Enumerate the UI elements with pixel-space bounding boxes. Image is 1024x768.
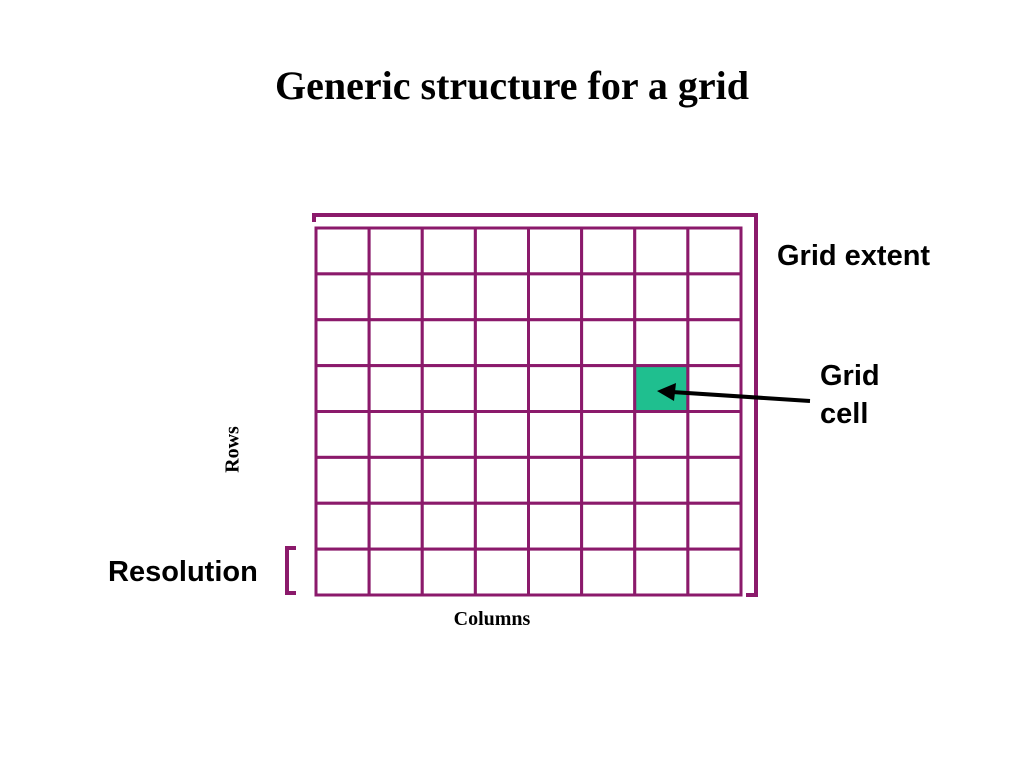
grid-cell xyxy=(633,272,690,322)
highlighted-grid-cell xyxy=(633,364,690,413)
grid-cell xyxy=(527,410,584,459)
columns-label: Columns xyxy=(453,608,531,630)
grid-cell xyxy=(686,318,743,368)
rows-label: Rows xyxy=(221,426,244,473)
grid-cells xyxy=(314,226,743,597)
resolution-label: Resolution xyxy=(108,556,258,588)
grid-cell xyxy=(527,364,584,413)
grid-cell xyxy=(314,547,371,597)
grid-cell xyxy=(420,364,477,413)
slide-title: Generic structure for a grid xyxy=(275,63,749,108)
grid-cell xyxy=(633,455,690,505)
grid-cell xyxy=(527,272,584,322)
grid-cell xyxy=(633,226,690,276)
grid-cell xyxy=(686,226,743,276)
grid-cell xyxy=(580,364,637,413)
grid-cell xyxy=(633,547,690,597)
grid-cell xyxy=(314,318,371,368)
grid-cell xyxy=(580,410,637,459)
grid-cell xyxy=(314,410,371,459)
grid-cell xyxy=(367,272,424,322)
resolution-bracket xyxy=(285,546,296,595)
grid-cell xyxy=(367,455,424,505)
grid-cell xyxy=(473,272,530,322)
grid-cell-arrow xyxy=(657,383,811,403)
grid-cell xyxy=(633,501,690,551)
grid-cell xyxy=(473,318,530,368)
grid-cell xyxy=(420,318,477,368)
grid-cell xyxy=(527,547,584,597)
grid-cell xyxy=(686,272,743,322)
grid-cell xyxy=(473,410,530,459)
grid-cell xyxy=(473,547,530,597)
grid-cell xyxy=(420,501,477,551)
grid-cell xyxy=(527,455,584,505)
grid-cell xyxy=(367,410,424,459)
grid-cell-label-line2: cell xyxy=(820,398,869,430)
grid-cell xyxy=(580,272,637,322)
grid-cell xyxy=(314,455,371,505)
grid-cell xyxy=(367,226,424,276)
grid-cell xyxy=(527,318,584,368)
grid-cell xyxy=(420,410,477,459)
grid-cell xyxy=(473,455,530,505)
grid-cell xyxy=(314,501,371,551)
grid-cell xyxy=(473,364,530,413)
grid-cell xyxy=(314,272,371,322)
grid-cell xyxy=(686,364,743,413)
grid-cell xyxy=(580,318,637,368)
grid-cell xyxy=(580,455,637,505)
grid-cell xyxy=(686,455,743,505)
grid-cell xyxy=(473,501,530,551)
grid-cell xyxy=(580,501,637,551)
grid-cell xyxy=(527,501,584,551)
grid-cell xyxy=(580,547,637,597)
grid-cell xyxy=(473,226,530,276)
grid-cell xyxy=(686,501,743,551)
grid-cell xyxy=(367,501,424,551)
grid-cell xyxy=(686,410,743,459)
grid-cell xyxy=(314,226,371,276)
grid-cell xyxy=(367,547,424,597)
grid-cell-label-line1: Grid xyxy=(820,360,880,392)
grid-extent-bracket xyxy=(312,213,758,597)
grid-cell xyxy=(686,547,743,597)
grid-cell xyxy=(420,272,477,322)
grid-cell xyxy=(367,318,424,368)
grid-cell xyxy=(633,410,690,459)
grid-cell xyxy=(314,364,371,413)
grid-cell xyxy=(580,226,637,276)
grid-cell xyxy=(420,226,477,276)
grid-cell xyxy=(367,364,424,413)
grid-cell xyxy=(633,318,690,368)
grid-extent-label: Grid extent xyxy=(777,240,931,272)
grid-cell xyxy=(420,455,477,505)
grid-cell xyxy=(420,547,477,597)
grid-cell xyxy=(527,226,584,276)
